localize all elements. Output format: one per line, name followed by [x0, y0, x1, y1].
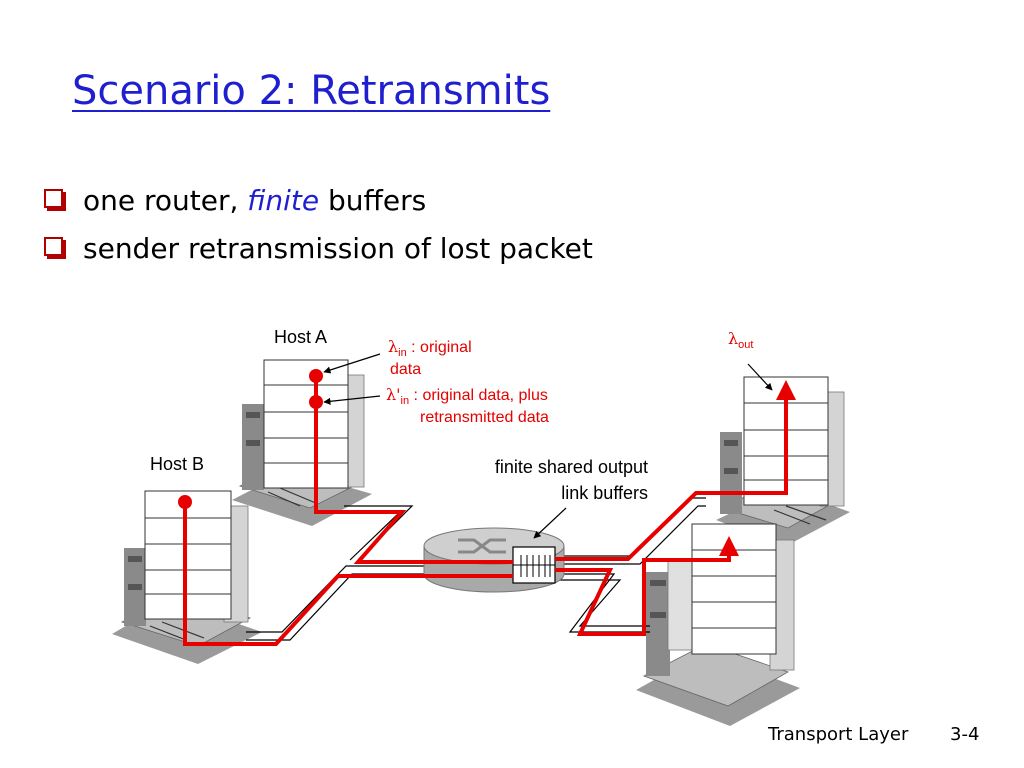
host-a-label: Host A	[274, 327, 327, 347]
bullet-box-icon	[44, 188, 63, 208]
slide-title: Scenario 2: Retransmits	[72, 68, 551, 114]
bullet-item: one router, finite buffers	[44, 176, 593, 224]
bullet-list: one router, finite buffers sender retran…	[44, 176, 593, 272]
host-a-lambda-in-dot	[309, 369, 323, 383]
lambda-prime-label: λ'in : original data, plus	[386, 385, 548, 407]
lambda-in-pointer	[323, 353, 381, 374]
lambda-prime-label-line2: retransmitted data	[420, 409, 549, 426]
lambda-out-pointer	[747, 363, 773, 391]
lambda-in-label: λin : original	[388, 337, 472, 359]
flow-path-to-bottom-receiver	[555, 536, 739, 636]
router-output-buffer	[512, 546, 556, 584]
lambda-out-label: λout	[728, 329, 753, 351]
flow-path-to-top-receiver	[555, 380, 796, 561]
bullet-box-icon	[44, 236, 63, 256]
bullet-item: sender retransmission of lost packet	[44, 224, 593, 272]
bullet-text: sender retransmission of lost packet	[83, 231, 593, 265]
bullet-text: one router, finite buffers	[83, 183, 427, 217]
host-a-lambda-prime-dot	[309, 395, 323, 409]
flow-paths	[183, 376, 796, 646]
receiver-computer-bottom	[636, 523, 800, 726]
footer-page-number: 3-4	[950, 724, 980, 745]
flow-path-host-a	[314, 376, 513, 564]
host-a-computer	[232, 359, 372, 526]
flow-path-host-b	[183, 502, 513, 646]
lambda-prime-pointer	[323, 395, 381, 405]
buffer-pointer	[533, 507, 567, 539]
footer-section: Transport Layer	[768, 724, 909, 745]
lambda-in-label-line2: data	[390, 361, 421, 378]
host-b-label: Host B	[150, 454, 204, 474]
receiver-computer-top	[716, 376, 850, 546]
buffer-label-line2: link buffers	[561, 483, 648, 503]
host-b-dot	[178, 495, 192, 509]
buffer-label-line1: finite shared output	[495, 457, 648, 477]
